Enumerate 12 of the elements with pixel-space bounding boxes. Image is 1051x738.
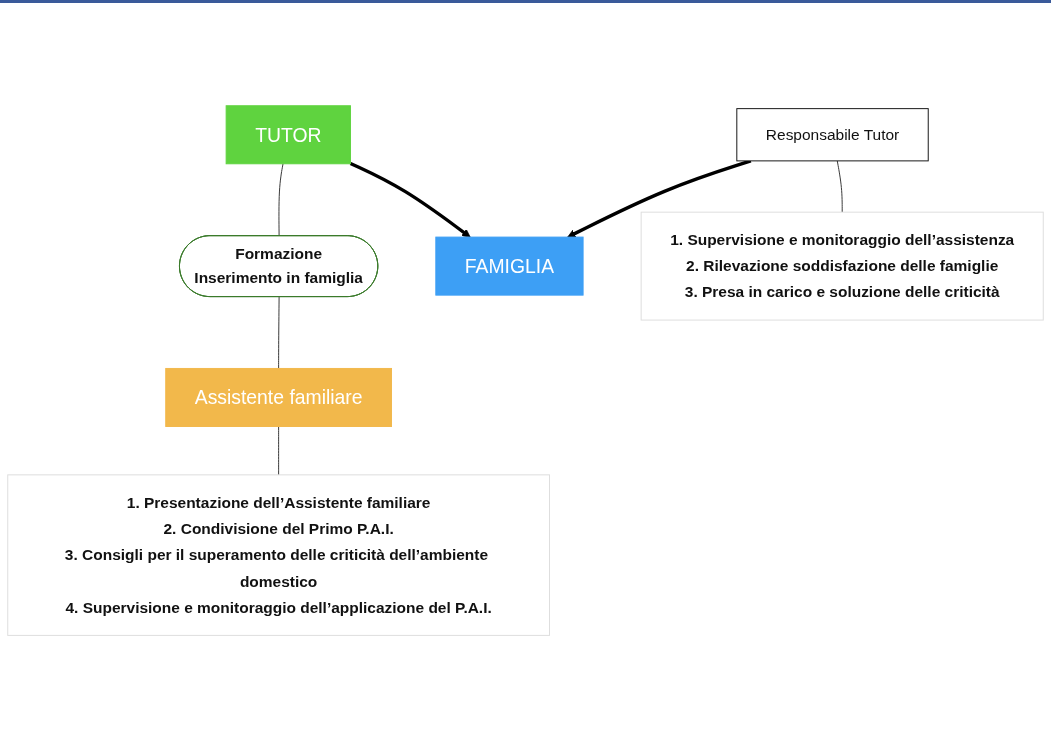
- arrow: [567, 159, 752, 238]
- arrow: [349, 161, 471, 238]
- node-box: Assistente familiare: [165, 367, 392, 427]
- connector: [278, 425, 280, 476]
- node-box: FAMIGLIA: [435, 236, 584, 296]
- node-box: 1. Presentazione dell’Assistente familiare 2. Condivisione del Primo P.A.I. 3. Consigli per il superamento delle criticità dell’ambiente domestico 4. Supervisione e monitoraggio dell’applicazione del P.A.I.: [7, 474, 550, 636]
- connector: [836, 160, 843, 213]
- node-box: Responsabile Tutor: [736, 108, 929, 162]
- connector: [278, 163, 284, 237]
- node-box: TUTOR: [225, 105, 351, 165]
- connector: [278, 296, 280, 369]
- node-box: 1. Supervisione e monitoraggio dell’assistenza 2. Rilevazione soddisfazione delle famiglie 3. Presa in carico e soluzione delle criticità: [640, 211, 1044, 321]
